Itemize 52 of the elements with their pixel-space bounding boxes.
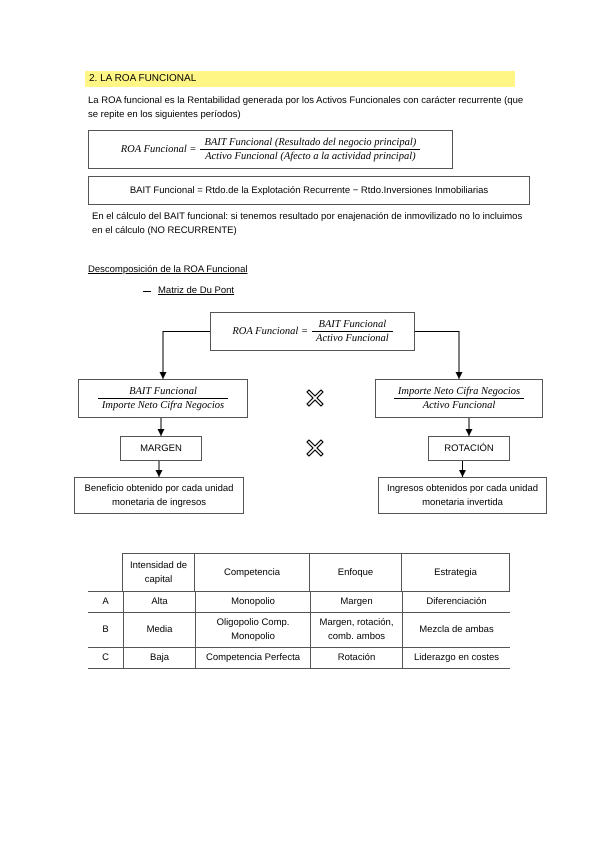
formula-box bbox=[88, 176, 530, 205]
table-cell-text: B bbox=[101, 623, 110, 637]
table-cell: Diferenciación bbox=[402, 592, 510, 612]
table-cell: Liderazgo en costes bbox=[402, 648, 510, 668]
numerator: BAIT Funcional (Resultado del negocio principal) bbox=[203, 136, 418, 149]
denominator: Importe Neto Cifra Negocios bbox=[100, 399, 226, 412]
node-text: ROTACIÓN bbox=[444, 442, 494, 456]
node-text: BAIT Funcional = Rtdo.de la Explotación Recurrente − Rtdo.Inversiones Inmobiliarias bbox=[130, 184, 488, 198]
formula-box bbox=[375, 379, 543, 418]
formula-term: ROA Funcional = bbox=[120, 143, 196, 156]
table-cell-text: A bbox=[101, 595, 110, 609]
table-cell: Rotación bbox=[310, 648, 402, 668]
table-cell: Baja bbox=[123, 648, 195, 668]
denominator: Activo Funcional (Afecto a la actividad principal) bbox=[204, 150, 417, 163]
paragraph: La ROA funcional es la Rentabilidad generada por los Activos Funcionales con carácter recurrente (que se repite en los siguientes períodos) bbox=[88, 94, 524, 122]
formula-box bbox=[74, 477, 244, 514]
table-cell: Media bbox=[123, 613, 195, 647]
node-text: Beneficio obtenido por cada unidad monetaria de ingresos bbox=[84, 482, 234, 510]
numerator: Importe Neto Cifra Negocios bbox=[396, 385, 522, 398]
denominator: Activo Funcional bbox=[421, 399, 496, 412]
node-text: MARGEN bbox=[140, 442, 182, 456]
section-heading: 2. LA ROA FUNCIONAL bbox=[85, 71, 515, 87]
list-item: Matriz de Du Pont bbox=[158, 284, 234, 298]
paragraph: En el cálculo del BAIT funcional: si tenemos resultado por enajenación de inmovilizado no lo incluimos en el cálculo (NO RECURRENTE) bbox=[92, 210, 524, 238]
table-cell: Margen bbox=[310, 592, 402, 612]
arrow bbox=[158, 418, 164, 436]
arrow bbox=[156, 460, 162, 478]
table-cell: Oligopolio Comp. Monopolio bbox=[195, 613, 310, 647]
subheading: Descomposición de la ROA Funcional bbox=[88, 263, 248, 277]
table-cell: Mezcla de ambas bbox=[402, 613, 510, 647]
table-cell: Monopolio bbox=[195, 592, 310, 612]
formula-box bbox=[88, 130, 453, 169]
table-header: Intensidad de capital bbox=[122, 553, 195, 591]
formula-box bbox=[78, 379, 248, 418]
node-text: Ingresos obtenidos por cada unidad monetaria invertida bbox=[386, 482, 540, 510]
formula-box bbox=[210, 312, 415, 351]
numerator: BAIT Funcional bbox=[128, 385, 198, 398]
formula-box bbox=[428, 436, 510, 461]
formula-box bbox=[120, 436, 202, 461]
arrow bbox=[414, 331, 462, 380]
table-header: Estrategia bbox=[401, 553, 510, 591]
denominator: Activo Funcional bbox=[314, 332, 390, 345]
formula-term: ROA Funcional = bbox=[232, 325, 308, 338]
arrow bbox=[466, 418, 472, 436]
formula-box bbox=[378, 477, 547, 514]
numerator: BAIT Funcional bbox=[317, 318, 388, 331]
table-cell: Competencia Perfecta bbox=[195, 648, 310, 668]
table-cell: Margen, rotación, comb. ambos bbox=[310, 613, 402, 647]
table-cell-text: C bbox=[101, 651, 110, 665]
arrow bbox=[459, 460, 466, 478]
arrow bbox=[160, 331, 210, 380]
table-cell: Alta bbox=[123, 592, 195, 612]
